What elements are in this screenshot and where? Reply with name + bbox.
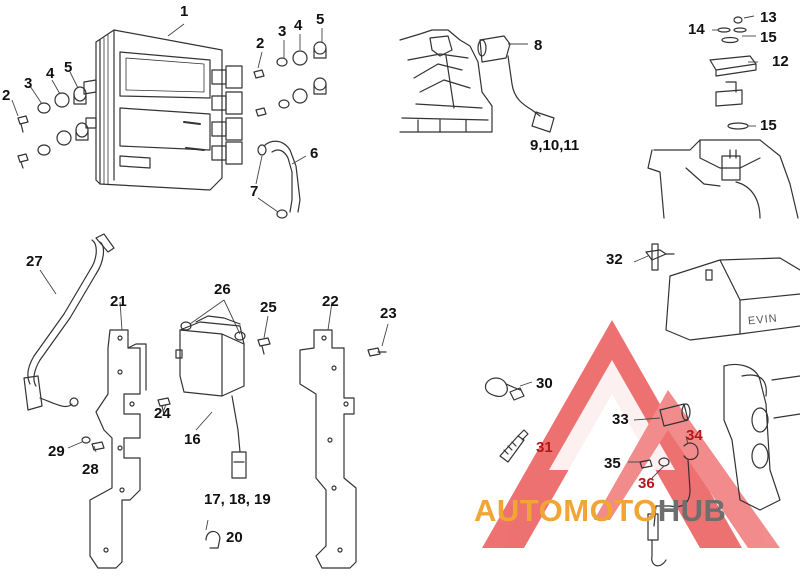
callout-31: 31 bbox=[536, 439, 553, 456]
hose-with-clamps bbox=[257, 140, 301, 219]
callout-36: 36 bbox=[638, 475, 655, 492]
callout-6: 6 bbox=[310, 145, 319, 162]
callout-4-left: 4 bbox=[46, 65, 55, 82]
callout-2-right: 2 bbox=[256, 35, 265, 52]
mounting-bracket-right bbox=[299, 329, 357, 569]
ecu-mounting-hardware-left bbox=[17, 86, 89, 169]
callout-17-18-19: 17, 18, 19 bbox=[204, 491, 271, 508]
engine-bracket-top bbox=[399, 29, 493, 133]
callout-20: 20 bbox=[226, 529, 243, 546]
callout-28: 28 bbox=[82, 461, 99, 478]
callout-12: 12 bbox=[772, 53, 789, 70]
watermark-text-automoto: AUTOMOTO bbox=[474, 493, 658, 528]
leader-lines bbox=[11, 15, 758, 531]
ground-strap-30 bbox=[484, 377, 525, 401]
callout-4-right: 4 bbox=[294, 17, 303, 34]
callout-5-left: 5 bbox=[64, 59, 73, 76]
callout-30: 30 bbox=[536, 375, 553, 392]
callout-13: 13 bbox=[760, 9, 777, 26]
callout-21: 21 bbox=[110, 293, 127, 310]
watermark-logo-triangles bbox=[482, 320, 780, 548]
callout-16: 16 bbox=[184, 431, 201, 448]
callout-8: 8 bbox=[534, 37, 543, 54]
sensor-connector-32 bbox=[645, 243, 675, 271]
ecu-mounting-hardware-right bbox=[253, 41, 327, 117]
callout-1: 1 bbox=[180, 3, 189, 20]
ignition-module bbox=[175, 315, 247, 479]
callout-29: 29 bbox=[48, 443, 65, 460]
callout-15-bottom: 15 bbox=[760, 117, 777, 134]
callout-7: 7 bbox=[250, 183, 259, 200]
callout-32: 32 bbox=[606, 251, 623, 268]
callout-24: 24 bbox=[154, 405, 171, 422]
engine-cover-right bbox=[665, 257, 800, 511]
sensor-33-34 bbox=[659, 403, 699, 461]
engine-head-top-right bbox=[647, 139, 799, 219]
callout-3-right: 3 bbox=[278, 23, 287, 40]
callout-5-right: 5 bbox=[316, 11, 325, 28]
callout-2-left: 2 bbox=[2, 87, 11, 104]
callout-35: 35 bbox=[604, 455, 621, 472]
watermark-text-hub: HUB bbox=[657, 493, 727, 528]
callout-3-left: 3 bbox=[24, 75, 33, 92]
map-sensor-assembly bbox=[709, 16, 757, 130]
callout-25: 25 bbox=[260, 299, 277, 316]
callout-27: 27 bbox=[26, 253, 43, 270]
watermark-text: AUTOMOTOHUB bbox=[474, 495, 726, 526]
callout-34: 34 bbox=[686, 427, 703, 444]
spark-plug-31 bbox=[499, 429, 529, 463]
wiring-harness-sleeve bbox=[23, 233, 115, 411]
temperature-sensor bbox=[477, 35, 555, 133]
callout-14: 14 bbox=[688, 21, 705, 38]
screws-and-clip bbox=[81, 337, 387, 549]
callout-15-top: 15 bbox=[760, 29, 777, 46]
callout-9-10-11: 9,10,11 bbox=[530, 137, 580, 154]
callout-26: 26 bbox=[214, 281, 231, 298]
callout-23: 23 bbox=[380, 305, 397, 322]
ecu-module bbox=[83, 29, 243, 191]
callout-22: 22 bbox=[322, 293, 339, 310]
mounting-bracket-left bbox=[89, 329, 147, 569]
callout-33: 33 bbox=[612, 411, 629, 428]
